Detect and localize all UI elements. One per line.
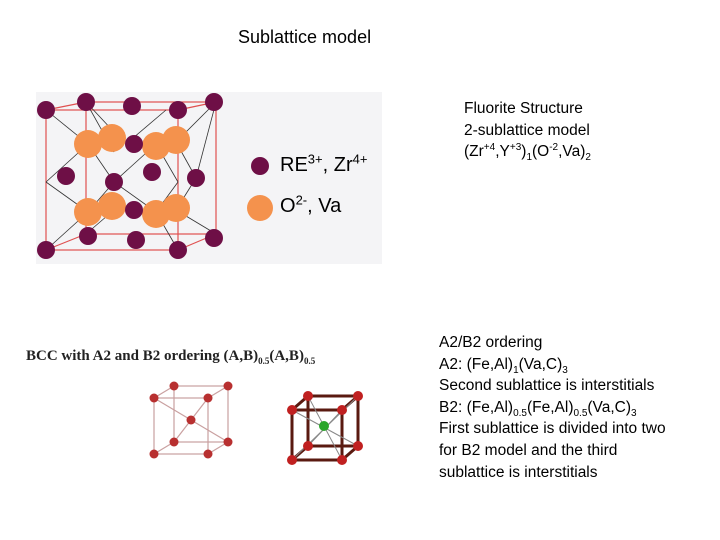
a2b2-description: A2/B2 ordering A2: (Fe,Al)1(Va,C)3 Secon… — [439, 332, 666, 483]
a2b2-line-6: for B2 model and the third — [439, 441, 618, 459]
fluorite-description: Fluorite Structure 2-sublattice model (Z… — [464, 98, 591, 163]
b2-center-atom — [319, 421, 329, 431]
a2b2-line-3: Second sublattice is interstitials — [439, 377, 655, 395]
a2b2-line-1: A2/B2 ordering — [439, 334, 543, 351]
a2-atoms — [149, 381, 233, 459]
bcc-figure: BCC with A2 and B2 ordering (A,B)0.5(A,B… — [26, 340, 386, 475]
fluorite-line-2: 2-sublattice model — [464, 121, 590, 139]
a2b2-line-5: First sublattice is divided into two — [439, 420, 666, 438]
bcc-heading: BCC with A2 and B2 ordering (A,B)0.5(A,B… — [26, 348, 316, 366]
a2b2-line-7: sublattice is interstitials — [439, 463, 598, 481]
cation-legend-dot — [251, 157, 269, 175]
cation-legend-label: RE3+, Zr4+ — [280, 151, 368, 176]
fluorite-formula: (Zr+4,Y+3)1(O-2,Va)2 — [464, 142, 591, 164]
anion-legend-dot — [247, 195, 273, 221]
a2-formula: A2: (Fe,Al)1(Va,C)3 — [439, 355, 568, 376]
fluorite-line-1: Fluorite Structure — [464, 100, 583, 117]
fluorite-structure-figure: RE3+, Zr4+ O2-, Va — [36, 92, 382, 264]
b2-atoms — [287, 391, 363, 465]
anion-legend-label: O2-, Va — [280, 192, 342, 217]
page-title: Sublattice model — [238, 27, 372, 47]
anion-atoms — [74, 124, 190, 228]
cation-atoms — [37, 93, 223, 259]
b2-formula: B2: (Fe,Al)0.5(Fe,Al)0.5(Va,C)3 — [439, 398, 637, 419]
